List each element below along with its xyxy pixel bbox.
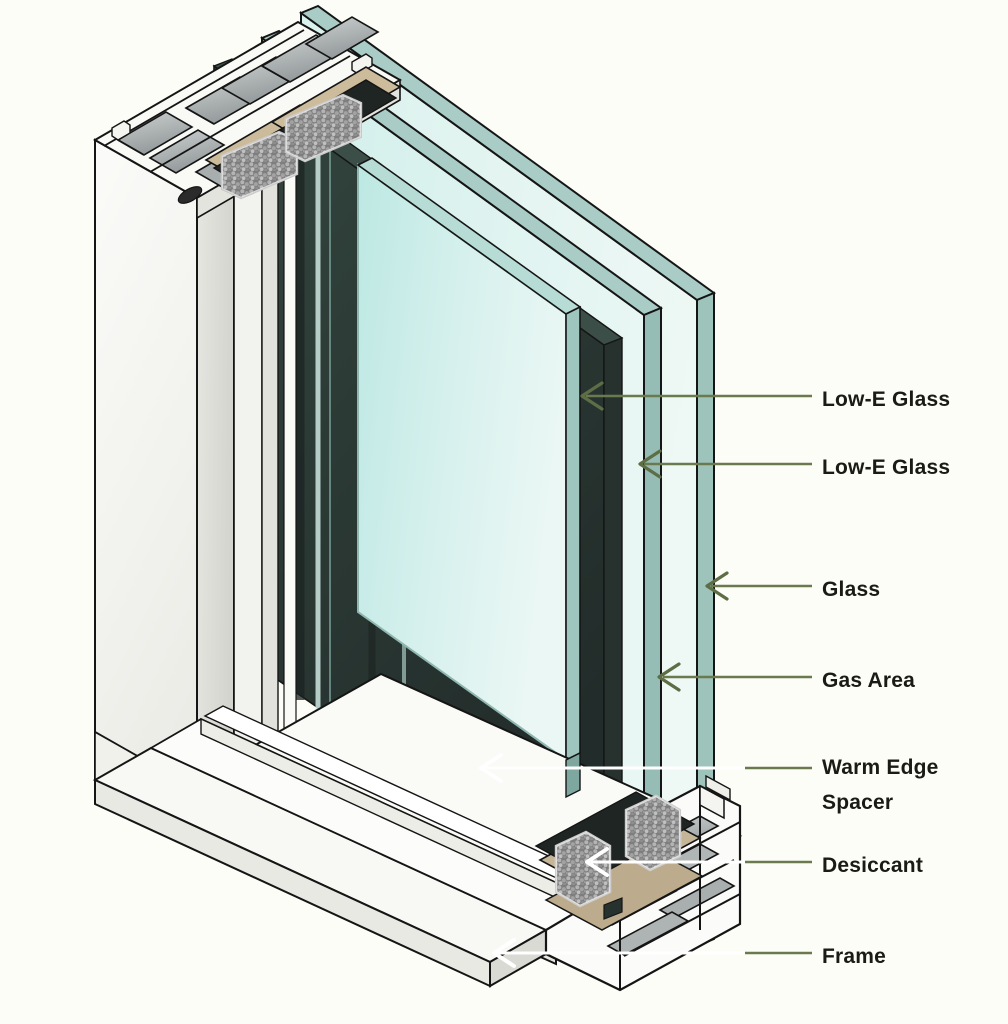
leader-arrowhead [705, 571, 729, 601]
desiccant-bottom-b [624, 794, 682, 872]
label-low-e-glass-1: Low-E Glass [822, 388, 951, 411]
label-warm-edge-spacer: Warm Edge Spacer [822, 756, 939, 814]
gasket-nub [177, 186, 203, 204]
callout-warm-edge-spacer [479, 753, 812, 783]
label-gas-area: Gas Area [822, 669, 916, 692]
callout-desiccant [585, 847, 812, 877]
label-low-e-glass-2: Low-E Glass [822, 456, 951, 479]
leader-arrowhead [580, 381, 604, 411]
desiccant-top-b [284, 93, 363, 163]
frame-detail-notch [111, 120, 131, 141]
callout-leaders [479, 381, 812, 968]
label-frame: Frame [822, 945, 887, 968]
label-glass: Glass [822, 578, 881, 601]
callout-glass [705, 571, 812, 601]
leader-arrowhead [657, 662, 681, 692]
leader-arrowhead [492, 938, 516, 968]
glass-bottom-edges [565, 751, 623, 920]
leader-arrowhead [638, 449, 662, 479]
label-desiccant: Desiccant [822, 854, 924, 877]
callout-low-e-glass-1 [580, 381, 812, 411]
leader-arrowhead [585, 847, 609, 877]
callout-gas-area [657, 662, 812, 692]
leader-arrowhead [479, 753, 503, 783]
callout-frame [492, 938, 812, 968]
frame-left-jamb [94, 138, 297, 840]
callout-low-e-glass-2 [638, 449, 812, 479]
